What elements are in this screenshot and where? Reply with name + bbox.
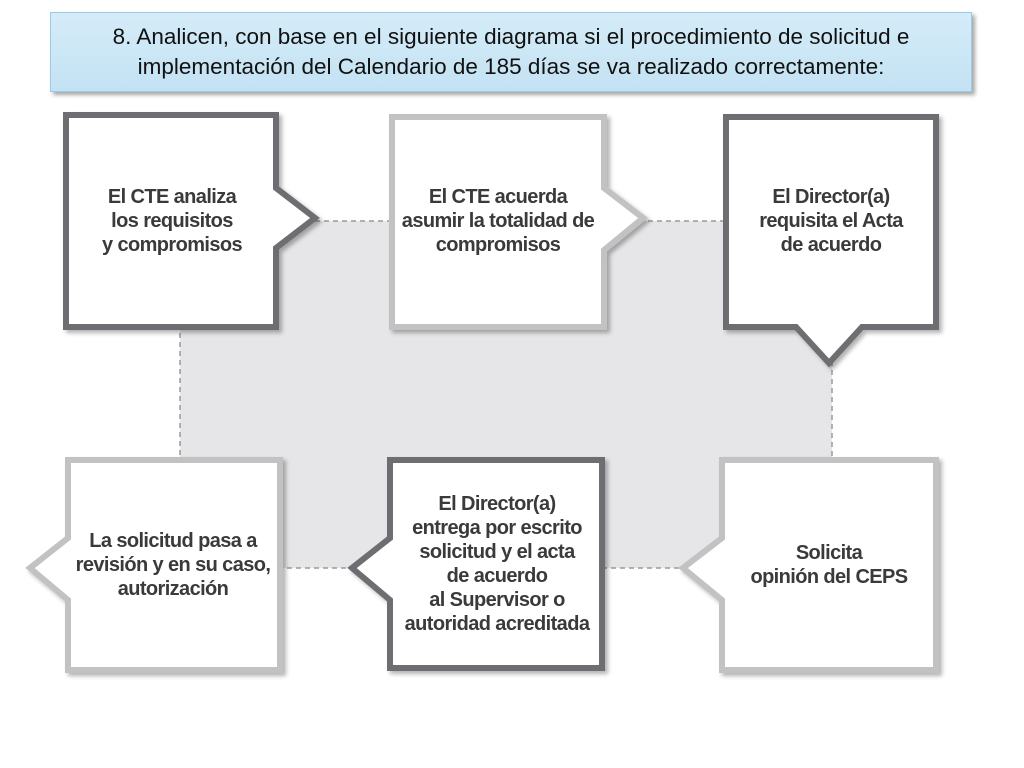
step-2-label: El CTE acuerda asumir la totalidad de co…: [401, 186, 595, 256]
instruction-title-box: 8. Analicen, con base en el siguiente di…: [50, 12, 972, 92]
step-1-box: [63, 112, 320, 330]
step-4-box: [678, 457, 939, 673]
step-6-label: La solicitud pasa a revisión y en su cas…: [75, 530, 271, 600]
step-5-box: [347, 457, 605, 671]
step-3-label: El Director(a) requisita el Acta de acue…: [759, 186, 903, 256]
step-3-box: [723, 114, 939, 368]
step-5-label: El Director(a) entrega por escrito solic…: [404, 493, 590, 635]
step-2-box: [389, 114, 648, 330]
instruction-title: 8. Analicen, con base en el siguiente di…: [112, 24, 910, 79]
step-1-label: El CTE analiza los requisitos y compromi…: [101, 186, 243, 256]
step-4-label: Solicita opinión del CEPS: [750, 542, 908, 588]
step-6-box: [25, 457, 283, 673]
